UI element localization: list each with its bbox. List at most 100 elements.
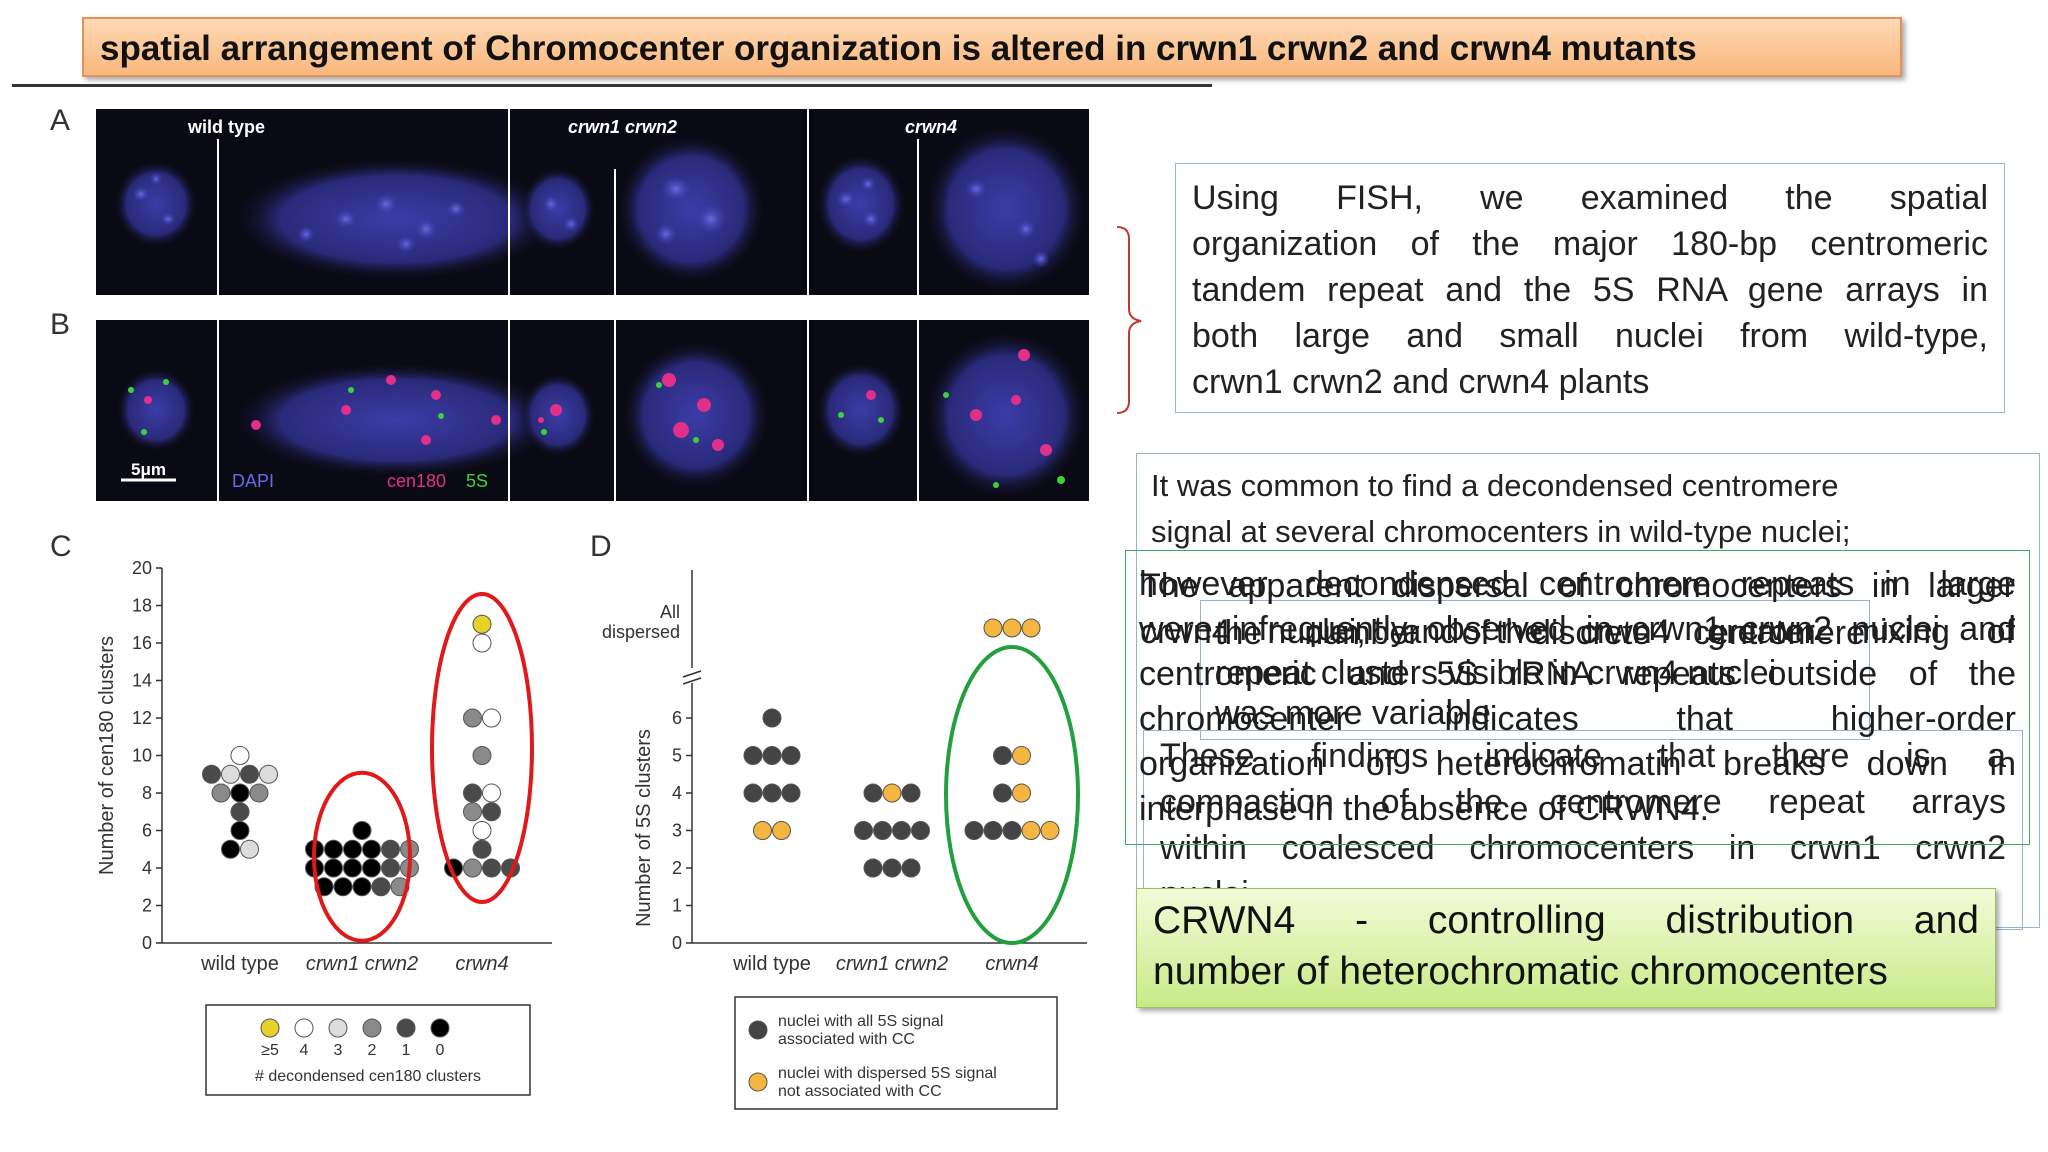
- highlight-ellipse-crwn4: [430, 592, 534, 904]
- data-point: [1002, 821, 1022, 840]
- label-dapi: DAPI: [232, 471, 275, 491]
- y-axis-label: Number of cen180 clusters: [96, 636, 118, 875]
- label-wild-type: wild type: [188, 117, 266, 137]
- data-point: [221, 839, 240, 859]
- data-point: [230, 821, 250, 840]
- dispersal-overlap-textbox: The apparent dispersal of chromocenters …: [1125, 550, 2030, 845]
- cluster-variability-textbox: [1200, 600, 1870, 740]
- data-point: [781, 783, 801, 803]
- data-point: [333, 877, 353, 897]
- x-tick-label: crwn1 crwn2: [306, 953, 418, 975]
- data-point: [743, 783, 763, 803]
- legend-label: 1: [402, 1042, 411, 1059]
- data-point: [1021, 821, 1041, 840]
- data-point: [743, 746, 763, 765]
- findings-line: within coalesced chromocenters in crwn1 …: [1160, 829, 2006, 867]
- legend-label: 0: [436, 1042, 445, 1059]
- findings-line: compaction of the centromere repeat arra…: [1160, 783, 2006, 821]
- variability-line: repeat clusters visible in crwn4 nuclei: [1215, 654, 1777, 692]
- data-point: [772, 821, 791, 840]
- fish-line: Using FISH, we examined the spatial: [1192, 179, 1988, 217]
- y-tick-label: 5: [672, 746, 682, 766]
- y-tick-label: 6: [672, 708, 682, 728]
- data-point: [202, 764, 221, 784]
- data-point: [993, 746, 1012, 765]
- y-tick-label: 2: [672, 858, 682, 878]
- x-tick-label: crwn4: [985, 953, 1038, 975]
- data-point: [472, 839, 492, 859]
- data-point: [343, 839, 362, 859]
- data-point: [1012, 746, 1031, 765]
- data-point: [472, 614, 492, 634]
- y-tick-label: 1: [672, 896, 682, 916]
- panel-label-b: B: [50, 308, 71, 341]
- breakdown-line: centromeric and 5S rRNA repeats outside …: [1139, 655, 2016, 693]
- highlight-ellipse-crwn1-crwn2: [312, 770, 412, 943]
- legend-label: associated with CC: [778, 1031, 915, 1048]
- legend-marker: [748, 1020, 768, 1040]
- data-point: [472, 633, 492, 653]
- y-tick-label: 6: [142, 821, 152, 841]
- panel-label-c: C: [50, 530, 72, 563]
- legend-label: 4: [300, 1042, 309, 1059]
- micrograph-panel-a: [96, 109, 1089, 295]
- breakdown-line: chromocenter indicates that higher-order: [1139, 700, 2016, 738]
- data-point: [463, 802, 482, 822]
- y-tick-label: 4: [672, 783, 682, 803]
- decondensed-line: signal at several chromocenters in wild-…: [1151, 514, 1851, 549]
- legend-label: not associated with CC: [778, 1083, 942, 1100]
- data-point: [753, 821, 772, 840]
- conclusion-line: CRWN4 - controlling distribution and: [1153, 899, 1979, 942]
- data-point: [762, 783, 782, 803]
- conclusion-callout: CRWN4 - controlling distribution and num…: [1136, 888, 1996, 1008]
- y-tick-label: 3: [672, 821, 682, 841]
- title-banner: spatial arrangement of Chromocenter orga…: [82, 17, 1902, 77]
- y-top-label: dispersed: [602, 622, 680, 642]
- variability-line: was more variable: [1215, 694, 1491, 732]
- legend-label: nuclei with dispersed 5S signal: [778, 1065, 997, 1082]
- label-5s: 5S: [466, 471, 489, 491]
- data-point: [230, 783, 250, 803]
- fish-method-textbox: Using FISH, we examined the spatial orga…: [1175, 163, 2005, 413]
- data-point: [482, 708, 501, 728]
- y-tick-label: 0: [142, 933, 152, 953]
- data-point: [762, 708, 782, 728]
- data-point: [463, 708, 482, 728]
- axis-break: [682, 677, 702, 685]
- scale-bar-label: 5μm: [131, 460, 166, 479]
- axis-break: [682, 670, 702, 678]
- dispersal-line: crwn4 nuclei, and the crwn4 greater mixi…: [1140, 613, 2015, 651]
- data-point: [854, 821, 873, 840]
- data-point: [371, 877, 391, 897]
- legend-marker: [396, 1018, 416, 1038]
- data-point: [993, 783, 1012, 803]
- micrograph-panel-b: [96, 320, 1089, 501]
- x-tick-label: wild type: [200, 953, 279, 975]
- data-point: [882, 858, 902, 878]
- legend-box: [734, 996, 1058, 1110]
- legend-label: ≥5: [261, 1042, 279, 1059]
- highlight-ellipse-crwn4: [944, 645, 1080, 945]
- x-tick-label: crwn4: [455, 953, 508, 975]
- data-point: [901, 858, 921, 878]
- data-point: [983, 618, 1003, 638]
- findings-line: These findings indicate that there is a: [1160, 737, 2006, 775]
- data-point: [362, 858, 381, 878]
- data-point: [863, 783, 883, 803]
- panel-label-a: A: [50, 104, 71, 137]
- panel-label-d: D: [590, 530, 612, 563]
- data-point: [240, 839, 259, 859]
- data-point: [882, 783, 902, 803]
- legend-marker: [748, 1072, 768, 1092]
- data-point: [983, 821, 1003, 840]
- slide-title: spatial arrangement of Chromocenter orga…: [100, 29, 1697, 68]
- fish-line: tandem repeat and the 5S RNA gene arrays…: [1192, 271, 1988, 309]
- breakdown-line: were infrequently observed in crwn1 crwn…: [1139, 610, 2016, 648]
- y-tick-label: 14: [132, 671, 152, 691]
- data-point: [463, 858, 482, 878]
- y-axis-label: Number of 5S clusters: [633, 729, 655, 927]
- y-tick-label: 12: [132, 708, 152, 728]
- y-tick-label: 4: [142, 858, 152, 878]
- legend-label: nuclei with all 5S signal: [778, 1013, 943, 1030]
- data-point: [911, 821, 930, 840]
